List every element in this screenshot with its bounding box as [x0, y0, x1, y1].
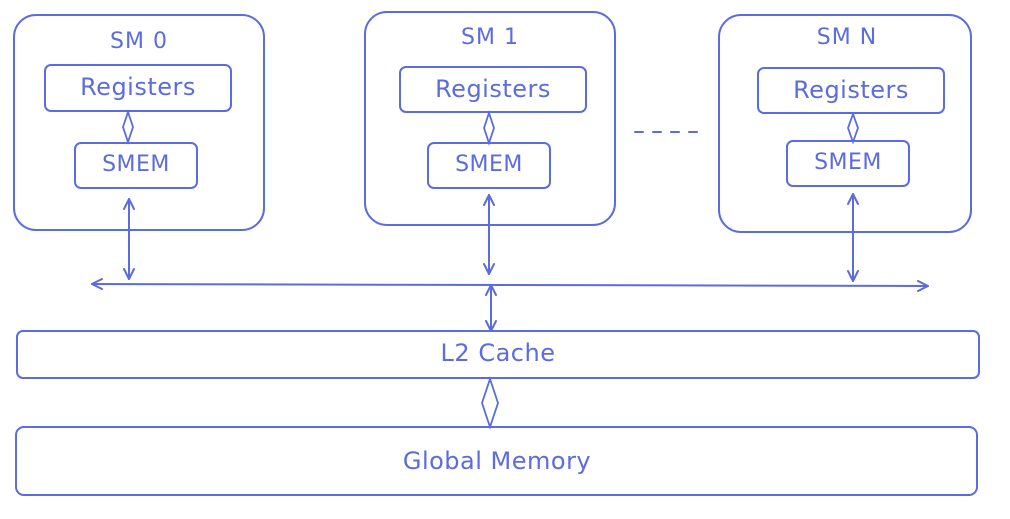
sm-1-registers-label: Registers	[435, 75, 551, 103]
sm-n-registers-smem-link	[847, 111, 859, 145]
sm-n-smem-box	[786, 140, 910, 187]
sm-0-registers-box	[44, 64, 232, 112]
sm-n-title: SM N	[817, 25, 877, 50]
sm-n-frame	[718, 14, 972, 233]
sm-n-block: SM N Registers SMEM	[718, 14, 972, 233]
l2-cache-label: L2 Cache	[441, 339, 556, 367]
global-memory-box	[15, 426, 978, 496]
sm-0-registers-smem-link	[122, 109, 134, 145]
l2-cache-box	[16, 330, 980, 379]
sm-1-title: SM 1	[461, 25, 519, 50]
sm-0-smem-label: SMEM	[102, 152, 170, 177]
global-memory-label: Global Memory	[403, 447, 591, 475]
l2-global-memory-link	[481, 376, 499, 430]
sm-0-block: SM 0 Registers SMEM	[13, 14, 265, 231]
sm-n-registers-box	[757, 67, 945, 114]
sm-0-title: SM 0	[110, 29, 168, 54]
sm-1-registers-box	[399, 66, 587, 113]
sm-1-block: SM 1 Registers SMEM	[364, 11, 616, 226]
sm-0-smem-box	[74, 142, 198, 189]
sm-0-frame	[13, 14, 265, 231]
sm-0-registers-label: Registers	[80, 73, 196, 101]
sm-1-smem-label: SMEM	[455, 152, 523, 177]
sm-1-registers-smem-link	[483, 110, 495, 146]
sm-n-registers-label: Registers	[793, 76, 909, 104]
sm-n-smem-label: SMEM	[814, 150, 882, 175]
sm-1-smem-box	[427, 142, 551, 189]
interconnect-bus-arrow	[91, 278, 929, 292]
